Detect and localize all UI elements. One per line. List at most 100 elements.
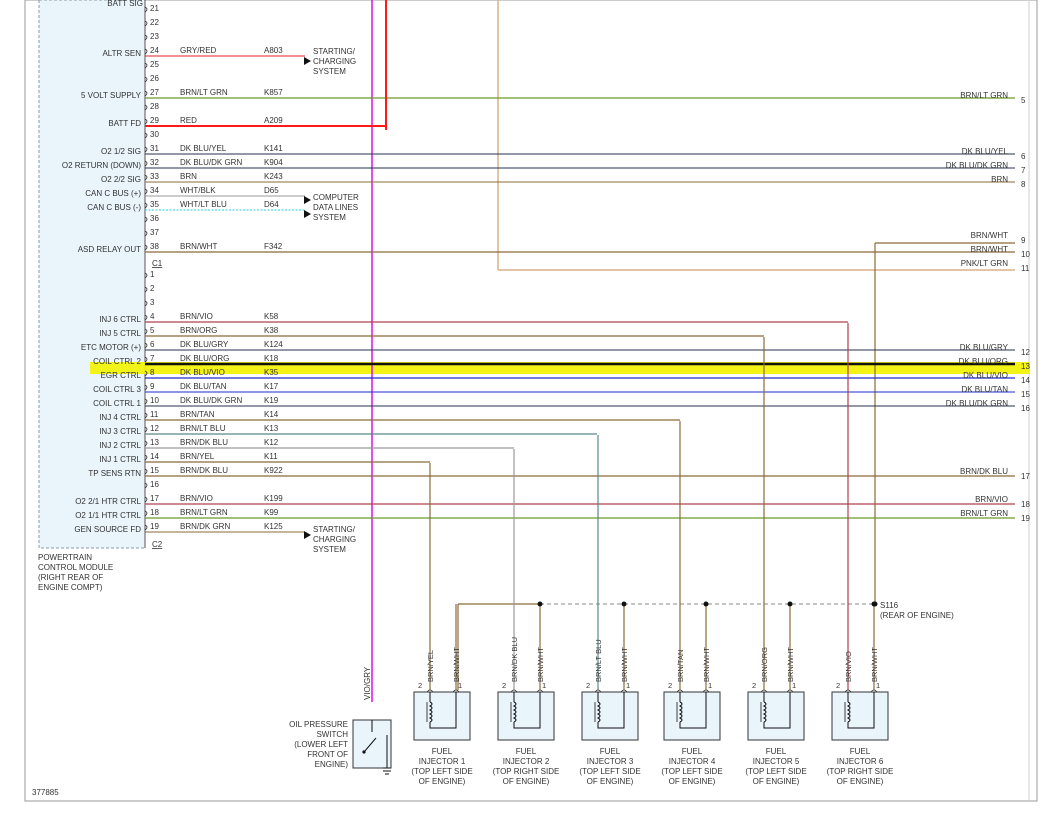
- c2-pin-row: 1: [144, 270, 155, 279]
- injector-feed-wire-label: BRN/WHT: [536, 647, 545, 682]
- svg-text:SYSTEM: SYSTEM: [313, 213, 346, 222]
- pin-number: 17: [150, 494, 159, 503]
- pin-bracket: [144, 48, 148, 55]
- injector-pin-number: 1: [792, 681, 796, 690]
- pin-number: 37: [150, 228, 159, 237]
- injector-location: (TOP LEFT SIDE: [411, 767, 472, 776]
- pin-function-label: EGR CTRL: [101, 371, 142, 380]
- pin-number: 30: [150, 130, 159, 139]
- right-wire-label: DK BLU/TAN: [961, 385, 1008, 394]
- pin-number: 7: [150, 354, 155, 363]
- right-connector-number: 12: [1021, 348, 1030, 357]
- right-connector-number: 9: [1021, 236, 1026, 245]
- connector-c2-label: C2: [152, 540, 163, 549]
- pin-bracket: [144, 188, 148, 195]
- circuit-id-label: K141: [264, 144, 283, 153]
- c2-pin-row: 2: [144, 284, 155, 293]
- pin-bracket: [144, 34, 148, 41]
- injector-pin-number: 2: [668, 681, 672, 690]
- wire-color-label: BRN/DK BLU: [180, 438, 228, 447]
- pin-number: 15: [150, 466, 159, 475]
- terminal-icon: [702, 689, 710, 693]
- c1-pin-row: 37: [144, 228, 159, 237]
- pin-number: 33: [150, 172, 159, 181]
- svg-text:FRONT OF: FRONT OF: [307, 750, 348, 759]
- injector-ctrl-wire-label: BRN/YEL: [426, 650, 435, 682]
- injector-pin-number: 1: [542, 681, 546, 690]
- pin-number: 27: [150, 88, 159, 97]
- pin-number: 26: [150, 74, 159, 83]
- injector-location: OF ENGINE): [837, 777, 884, 786]
- wire-color-label: BRN/LT BLU: [180, 424, 226, 433]
- pin-bracket: [144, 6, 148, 13]
- pin-bracket: [144, 398, 148, 405]
- oil-pressure-switch: OIL PRESSURE SWITCH (LOWER LEFT FRONT OF…: [289, 666, 392, 775]
- c1-pin-row: 30: [144, 130, 159, 139]
- injector-location: OF ENGINE): [503, 777, 550, 786]
- circuit-id-label: K243: [264, 172, 283, 181]
- pcm-label: POWERTRAIN CONTROL MODULE (RIGHT REAR OF…: [38, 553, 113, 592]
- injector-feed-wire-label: BRN/WHT: [452, 647, 461, 682]
- wire-color-label: BRN/WHT: [180, 242, 217, 251]
- right-wire-label: DK BLU/DK GRN: [946, 161, 1008, 170]
- pin-number: 12: [150, 424, 159, 433]
- pcm-box: [38, 0, 146, 549]
- circuit-id-label: K199: [264, 494, 283, 503]
- injector-pin-number: 1: [458, 681, 462, 690]
- injector-title: FUEL: [432, 747, 453, 756]
- splice-location: (REAR OF ENGINE): [880, 611, 954, 620]
- pin-number: 13: [150, 438, 159, 447]
- wire-color-label: BRN/TAN: [180, 410, 215, 419]
- injector-ctrl-wire-label: BRN/VIO: [844, 651, 853, 682]
- injector-feed-wire-label: BRN/WHT: [702, 647, 711, 682]
- right-wire-label: DK BLU/YEL: [962, 147, 1009, 156]
- pin-function-label: INJ 1 CTRL: [99, 455, 141, 464]
- wire-color-label: DK BLU/VIO: [180, 368, 225, 377]
- splice-dot: [703, 601, 709, 607]
- injector-title: FUEL: [850, 747, 871, 756]
- c1-pin-row: 25: [144, 60, 159, 69]
- injector-ctrl-wire-label: BRN/LT BLU: [594, 639, 603, 682]
- pin-bracket: [144, 174, 148, 181]
- injector-title: FUEL: [766, 747, 787, 756]
- circuit-id-label: D65: [264, 186, 279, 195]
- pin-function-label: INJ 6 CTRL: [99, 315, 141, 324]
- pin-bracket: [144, 356, 148, 363]
- coil-icon: [512, 701, 517, 723]
- pin-number: 22: [150, 18, 159, 27]
- pin-bracket: [144, 384, 148, 391]
- arrow-icon: [304, 210, 311, 218]
- circuit-id-label: K857: [264, 88, 283, 97]
- pin-number: 35: [150, 200, 159, 209]
- injector-pin-number: 2: [502, 681, 506, 690]
- offpage-starting-charging-2: STARTING/ CHARGING SYSTEM: [304, 525, 356, 554]
- injector-pin-number: 1: [626, 681, 630, 690]
- pin-number: 8: [150, 368, 155, 377]
- injector-pin-number: 2: [418, 681, 422, 690]
- pcm-top-label: BATT SIG: [107, 0, 143, 8]
- circuit-id-label: K125: [264, 522, 283, 531]
- pin-number: 23: [150, 32, 159, 41]
- pin-function-label: CAN C BUS (+): [85, 189, 141, 198]
- svg-text:STARTING/: STARTING/: [313, 47, 356, 56]
- pin-function-label: O2 2/1 HTR CTRL: [75, 497, 141, 506]
- pin-function-label: INJ 3 CTRL: [99, 427, 141, 436]
- wire-color-label: GRY/RED: [180, 46, 217, 55]
- right-wire-label: DK BLU/VIO: [963, 371, 1008, 380]
- pin-bracket: [144, 524, 148, 531]
- pin-number: 16: [150, 480, 159, 489]
- pin-bracket: [144, 146, 148, 153]
- arrow-icon: [304, 531, 311, 539]
- svg-text:SYSTEM: SYSTEM: [313, 67, 346, 76]
- pin-bracket: [144, 118, 148, 125]
- injector-name: INJECTOR 1: [419, 757, 466, 766]
- injector-feed-wire-label: BRN/WHT: [786, 647, 795, 682]
- pin-number: 32: [150, 158, 159, 167]
